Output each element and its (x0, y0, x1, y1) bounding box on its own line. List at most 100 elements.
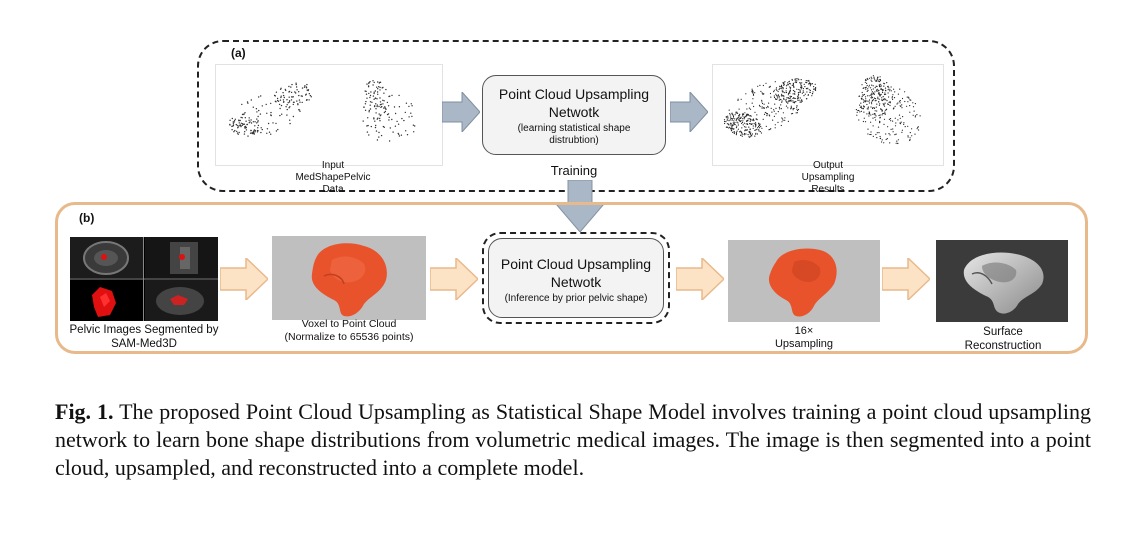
point (240, 125, 242, 128)
point (878, 93, 880, 95)
point (388, 140, 391, 142)
point (782, 81, 784, 84)
point (731, 114, 733, 116)
point (376, 139, 379, 141)
point (879, 116, 881, 118)
point (368, 109, 370, 112)
step2-caption-line1: Voxel to Point Cloud (301, 318, 397, 330)
figure-caption-text: The proposed Point Cloud Upsampling as S… (55, 399, 1091, 480)
point (373, 105, 376, 108)
point (372, 84, 374, 86)
point (256, 111, 258, 113)
point (886, 100, 888, 102)
point (872, 85, 874, 87)
point (379, 104, 382, 106)
point (801, 99, 803, 101)
point (809, 82, 811, 85)
point (813, 86, 815, 88)
point (276, 97, 279, 100)
point (728, 127, 730, 129)
point (742, 133, 744, 135)
point (290, 96, 293, 98)
point (751, 91, 753, 93)
point (298, 94, 300, 97)
point (873, 76, 875, 78)
point (236, 124, 238, 127)
point (878, 98, 880, 100)
point (895, 142, 897, 144)
point (752, 125, 754, 127)
point (736, 121, 738, 123)
point (775, 87, 778, 89)
point (731, 128, 733, 130)
output-caption-line2: Upsampling (801, 172, 855, 183)
point (856, 114, 858, 116)
point (245, 129, 248, 131)
point (286, 114, 288, 116)
point (250, 122, 253, 124)
point (793, 107, 795, 110)
point (893, 97, 896, 99)
point (784, 81, 786, 83)
point (237, 133, 239, 135)
point (858, 95, 860, 97)
point (872, 99, 875, 101)
point (285, 89, 287, 92)
point (385, 88, 387, 91)
point (875, 85, 877, 87)
point (234, 129, 236, 132)
point (272, 122, 274, 124)
point (366, 131, 369, 133)
point (770, 96, 772, 98)
point (270, 111, 272, 114)
point (366, 125, 368, 127)
point (879, 76, 881, 78)
point (801, 87, 803, 89)
point (253, 133, 255, 135)
point (742, 115, 744, 117)
point (883, 112, 885, 115)
point (889, 134, 891, 136)
point (874, 87, 876, 89)
point (783, 82, 785, 84)
point (883, 142, 885, 144)
point (776, 89, 778, 91)
point (807, 80, 809, 82)
point (408, 116, 410, 118)
point (242, 123, 244, 126)
point (754, 122, 757, 124)
point (305, 87, 308, 89)
point (900, 121, 902, 123)
point (894, 125, 897, 127)
point (270, 114, 272, 116)
point (878, 89, 880, 91)
point (233, 120, 236, 122)
point (768, 114, 770, 116)
point (906, 96, 908, 98)
point (785, 87, 787, 89)
point (780, 124, 782, 127)
point (880, 99, 883, 101)
point (774, 98, 777, 100)
point (764, 111, 766, 114)
point (375, 130, 378, 132)
point (876, 110, 878, 112)
point (873, 113, 875, 115)
point (364, 103, 367, 105)
point (770, 128, 772, 130)
point (285, 106, 287, 108)
training-network-sub-line1: (learning statistical shape (517, 123, 631, 134)
point (241, 124, 244, 126)
point (279, 99, 282, 101)
point (244, 117, 246, 119)
point (885, 93, 887, 95)
point (901, 104, 903, 106)
point (866, 108, 868, 110)
point (790, 87, 792, 89)
point (890, 128, 892, 130)
point (859, 104, 861, 106)
point (886, 108, 888, 110)
point (749, 135, 751, 137)
point (783, 96, 785, 98)
point (758, 127, 760, 129)
